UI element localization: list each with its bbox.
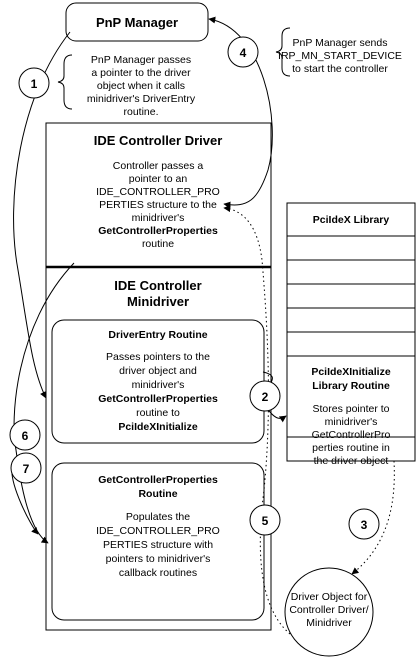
svg-text:PciIdeXInitialize: PciIdeXInitialize (311, 366, 391, 378)
note-1-brace (57, 54, 73, 110)
svg-text:IRP_MN_START_DEVICE: IRP_MN_START_DEVICE (278, 50, 402, 62)
svg-text:IDE_CONTROLLER_PRO: IDE_CONTROLLER_PRO (96, 525, 220, 537)
svg-text:Populates the: Populates the (126, 511, 190, 523)
svg-text:Passes pointers to the: Passes pointers to the (106, 351, 210, 363)
svg-text:IDE Controller: IDE Controller (114, 278, 201, 293)
note-4-brace (275, 27, 291, 77)
svg-text:PnP Manager passes: PnP Manager passes (91, 54, 191, 66)
svg-text:pointers to minidriver's: pointers to minidriver's (106, 553, 211, 565)
svg-text:2: 2 (262, 390, 269, 404)
svg-text:driver object and: driver object and (119, 365, 197, 377)
svg-text:IDE_CONTROLLER_PRO: IDE_CONTROLLER_PRO (96, 186, 220, 198)
svg-text:Routine: Routine (138, 488, 177, 500)
pciidex-library (286, 202, 416, 462)
svg-text:GetControllerProperties: GetControllerProperties (98, 225, 218, 237)
driver-entry-description: Passes pointers to the driver object and… (98, 351, 218, 433)
svg-text:6: 6 (22, 429, 29, 443)
step-6-marker: 6 (9, 419, 41, 451)
svg-text:pointer to an: pointer to an (129, 173, 188, 185)
svg-text:Controller passes a: Controller passes a (113, 160, 204, 172)
driver-entry-title: DriverEntry Routine (108, 329, 207, 341)
step-1-marker: 1 (18, 67, 50, 99)
svg-text:minidriver's: minidriver's (325, 416, 378, 428)
svg-text:3: 3 (361, 518, 368, 532)
note-1-text: PnP Manager passes a pointer to the driv… (87, 54, 196, 118)
svg-text:5: 5 (262, 514, 269, 528)
svg-text:PERTIES structure to the: PERTIES structure to the (99, 199, 217, 211)
svg-text:7: 7 (23, 462, 30, 476)
note-4-text: PnP Manager sends IRP_MN_START_DEVICE to… (278, 37, 402, 75)
svg-text:GetControllerPro: GetControllerPro (312, 429, 391, 441)
svg-text:object when it calls: object when it calls (97, 80, 185, 92)
step-5-marker: 5 (249, 504, 281, 536)
pnp-manager-box (65, 2, 209, 42)
svg-text:routine: routine (142, 238, 174, 250)
get-properties-title: GetControllerProperties Routine (98, 474, 218, 500)
library-routine-title: PciIdeXInitialize Library Routine (311, 366, 391, 392)
svg-text:Driver Object for: Driver Object for (291, 591, 368, 603)
svg-text:GetControllerProperties: GetControllerProperties (98, 474, 218, 486)
svg-text:Minidriver: Minidriver (306, 617, 352, 629)
step-7-marker: 7 (10, 452, 42, 484)
svg-text:Controller Driver/: Controller Driver/ (289, 604, 368, 616)
controller-driver-description: Controller passes a pointer to an IDE_CO… (96, 160, 220, 250)
step-2-marker: 2 (249, 380, 281, 412)
driver-object-label: Driver Object for Controller Driver/ Min… (289, 591, 368, 629)
svg-text:Stores pointer to: Stores pointer to (312, 403, 389, 415)
svg-text:Minidriver: Minidriver (127, 294, 189, 309)
svg-text:GetControllerProperties: GetControllerProperties (98, 393, 218, 405)
svg-text:the driver object: the driver object (314, 455, 389, 467)
library-title: PciIdeX Library (313, 214, 390, 226)
svg-text:routine to: routine to (136, 407, 180, 419)
pnp-manager-title: PnP Manager (96, 15, 178, 30)
library-routine-description: Stores pointer to minidriver's GetContro… (312, 403, 391, 467)
get-properties-description: Populates the IDE_CONTROLLER_PRO PERTIES… (96, 511, 220, 579)
svg-text:callback routines: callback routines (119, 567, 197, 579)
minidriver-title: IDE Controller Minidriver (114, 278, 201, 309)
svg-text:perties routine in: perties routine in (312, 442, 390, 454)
svg-text:minidriver's: minidriver's (132, 212, 185, 224)
svg-text:routine.: routine. (123, 106, 158, 118)
svg-text:1: 1 (31, 77, 38, 91)
svg-text:a pointer to the driver: a pointer to the driver (91, 67, 191, 79)
step-4-marker: 4 (227, 36, 259, 68)
svg-text:minidriver's: minidriver's (132, 379, 185, 391)
svg-text:minidriver's DriverEntry: minidriver's DriverEntry (87, 93, 196, 105)
controller-driver-title: IDE Controller Driver (94, 133, 223, 148)
svg-text:PERTIES structure with: PERTIES structure with (103, 539, 213, 551)
svg-text:to start the controller: to start the controller (292, 63, 388, 75)
svg-text:PciIdeXInitialize: PciIdeXInitialize (118, 421, 198, 433)
driver-object-circle (284, 567, 374, 657)
step-3-marker: 3 (348, 508, 380, 540)
get-properties-box (51, 462, 265, 621)
svg-text:4: 4 (240, 46, 247, 60)
svg-text:Library Routine: Library Routine (312, 380, 390, 392)
svg-text:PnP Manager sends: PnP Manager sends (293, 37, 388, 49)
